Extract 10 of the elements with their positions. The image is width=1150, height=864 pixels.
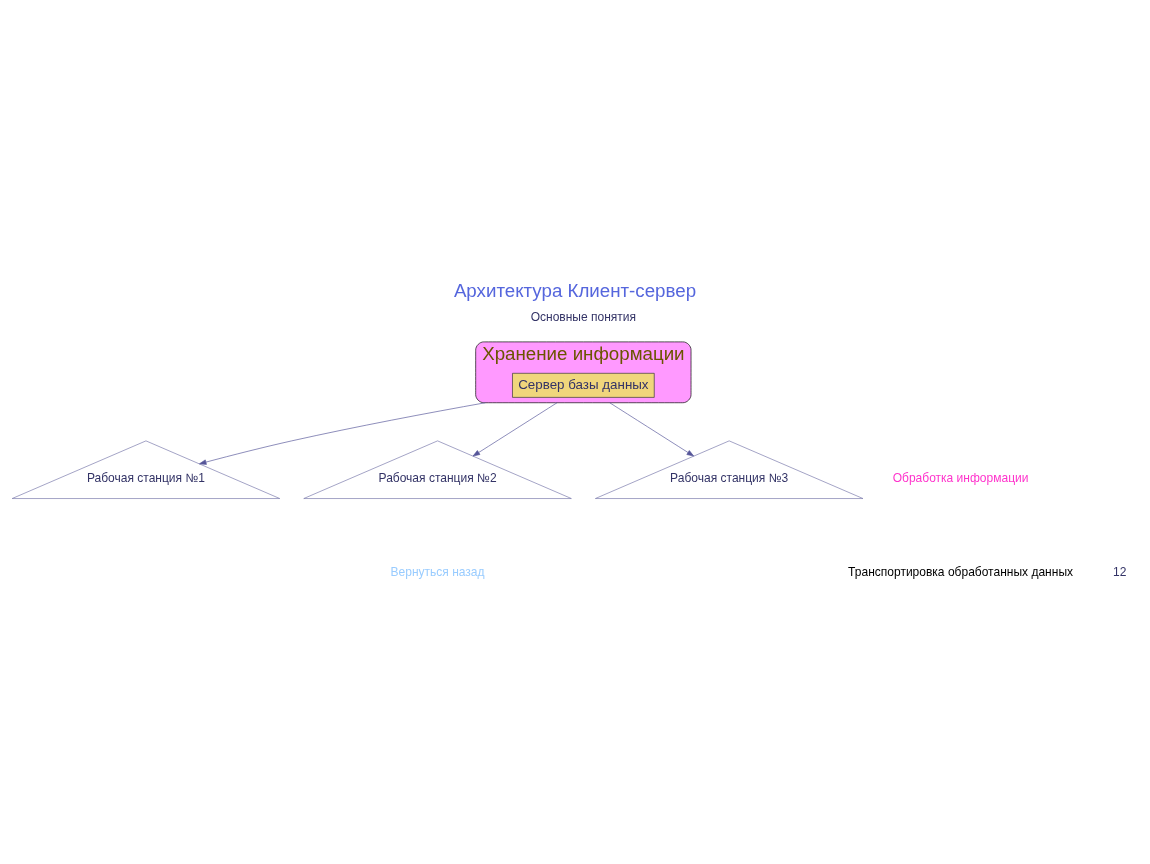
- arrow: [199, 401, 486, 465]
- node-box: Сервер базы данных: [512, 372, 655, 398]
- label: Вернуться назад: [390, 564, 485, 579]
- label: Основные понятия: [530, 309, 637, 324]
- arrow: [472, 401, 558, 456]
- label: 12: [1113, 564, 1127, 579]
- label: Транспортировка обработанных данных: [848, 564, 1074, 579]
- arrow: [609, 401, 695, 456]
- label: Обработка информации: [892, 470, 1029, 485]
- diagram-title: Архитектура Клиент-сервер: [453, 279, 697, 301]
